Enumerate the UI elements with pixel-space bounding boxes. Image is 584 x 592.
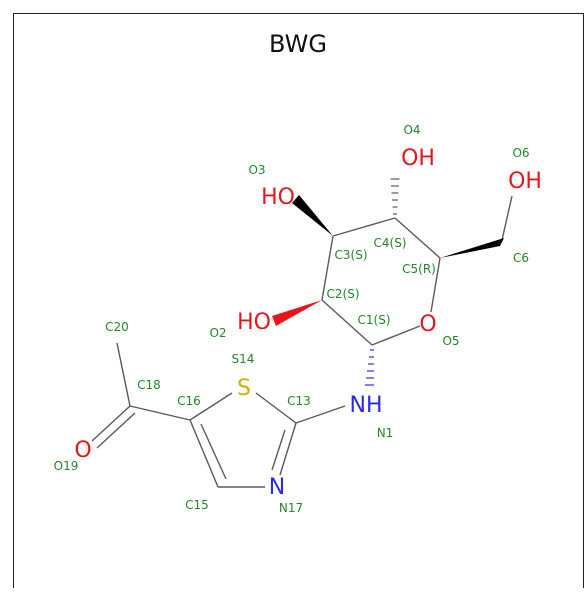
bond-c13-n17 [279, 422, 297, 476]
bond-c6-o6 [501, 195, 513, 241]
label-c15: C15 [185, 498, 209, 512]
bond-o5-c1 [371, 325, 421, 346]
label-o2: O2 [209, 326, 226, 340]
bond-c13-n17-inner [271, 429, 286, 471]
bond-s14-c16 [189, 392, 233, 421]
bond-c1-c2 [321, 299, 373, 346]
label-c6: C6 [513, 251, 529, 265]
label-o5: O5 [442, 334, 459, 348]
wedge-c3-o3 [292, 195, 333, 236]
wedge-c2-o2 [272, 300, 322, 326]
label-c16: C16 [177, 394, 201, 408]
bond-c18-o19-double [96, 412, 136, 449]
label-c1: C1(S) [358, 313, 391, 327]
label-o19: O19 [54, 459, 79, 473]
wedge-c5-c6 [440, 238, 504, 258]
bond-c16-c18 [129, 405, 191, 421]
hash-c1-n1 [365, 349, 374, 386]
label-c18: C18 [137, 378, 161, 392]
thiazole-bonds [91, 342, 346, 488]
sugar-ring-bonds [321, 195, 513, 346]
hash-c4-o4 [390, 178, 400, 215]
label-c3: C3(S) [335, 248, 368, 262]
atom-o2-hydroxyl: HO [237, 310, 271, 335]
label-o4: O4 [403, 123, 420, 137]
bond-c18-o19 [91, 405, 131, 442]
label-c4: C4(S) [374, 236, 407, 250]
atom-s14-sulfur: S [237, 376, 251, 401]
bond-c18-c20 [116, 342, 131, 407]
atom-o19-carbonyl: O [74, 438, 91, 463]
bond-c15-c16 [189, 419, 219, 488]
atom-n1-amine: NH [350, 393, 383, 418]
label-c20: C20 [105, 320, 129, 334]
atom-o4-hydroxyl: OH [401, 146, 435, 171]
bond-n1-c13 [295, 405, 346, 424]
label-o6: O6 [512, 146, 529, 160]
atom-o5-ring-oxygen: O [419, 312, 436, 337]
bond-c13-s14 [255, 392, 297, 424]
atom-labels: O4 O6 O3 C4(S) C3(S) C6 C5(R) C2(S) C1(S… [54, 123, 530, 515]
label-s14: S14 [232, 352, 255, 366]
bond-c5-o5 [430, 257, 441, 313]
bond-c3-c4 [332, 217, 396, 237]
diagram-title: BWG [269, 30, 327, 58]
bond-c15-c16-inner [200, 423, 227, 480]
label-c2: C2(S) [327, 287, 360, 301]
label-c13: C13 [287, 394, 311, 408]
label-c5: C5(R) [402, 262, 436, 276]
label-n17: N17 [279, 501, 303, 515]
bond-c2-c3 [321, 235, 334, 301]
atom-o3-hydroxyl: HO [261, 185, 295, 210]
atom-n17-nitrogen: N [269, 475, 285, 500]
label-n1: N1 [377, 426, 394, 440]
atom-o6-hydroxyl: OH [508, 169, 542, 194]
bond-c4-c5 [394, 217, 441, 259]
label-o3: O3 [248, 163, 265, 177]
